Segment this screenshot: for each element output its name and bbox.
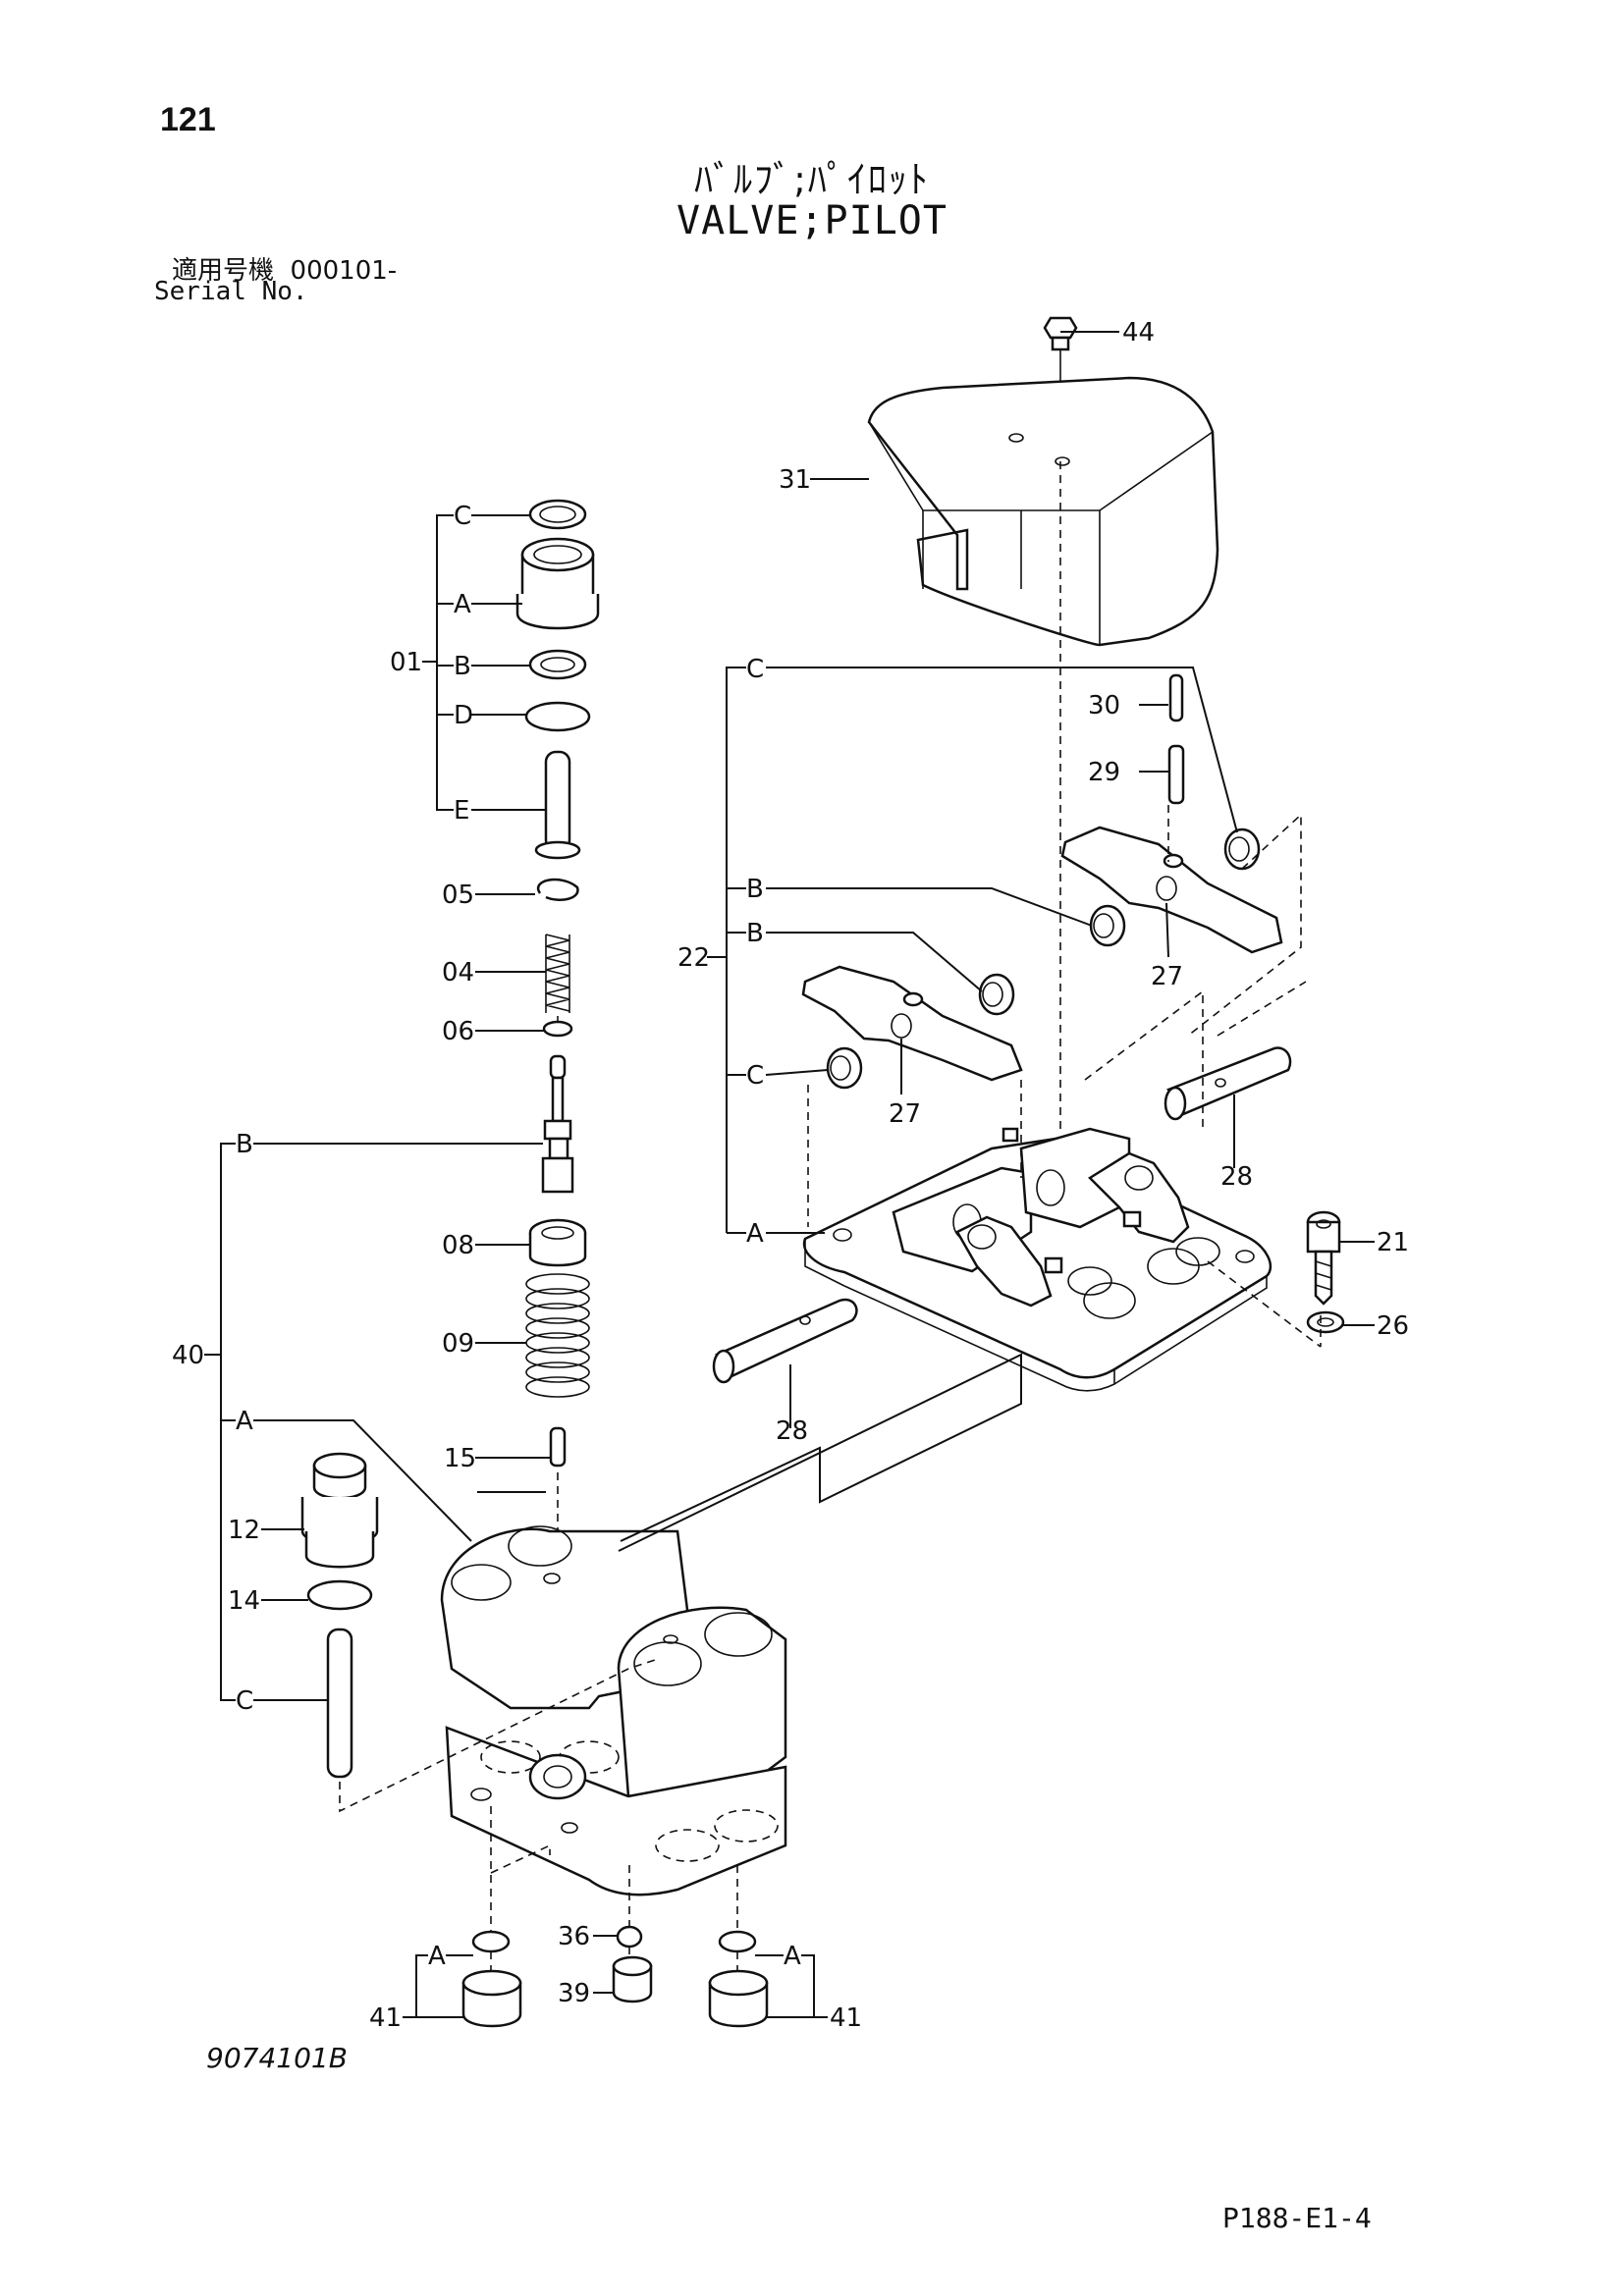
callout-41-left: 41: [369, 2003, 402, 2033]
piston-01-e: [534, 750, 581, 860]
serial-applicability: 適用号機 000101-: [172, 250, 397, 287]
oring-a-left: [471, 1930, 511, 1953]
callout-12: 12: [228, 1516, 260, 1545]
spring-09: [525, 1273, 590, 1398]
callout-09: 09: [442, 1329, 474, 1359]
callout-01-a: A: [454, 590, 471, 619]
title-japanese: ﾊﾞﾙﾌﾞ;ﾊﾟｲﾛｯﾄ: [694, 158, 930, 201]
callout-28-lower: 28: [776, 1416, 808, 1446]
oring-01-d: [524, 701, 591, 732]
snap-ring-05: [536, 878, 579, 901]
callout-01-b: B: [454, 652, 471, 681]
bushing-b-upper: [1089, 904, 1126, 947]
spool-b: [541, 1054, 574, 1194]
seal-01-c: [528, 499, 587, 530]
serial-label-en: Serial No.: [154, 277, 308, 306]
pin-28-upper: [1164, 1046, 1292, 1121]
callout-40-b: B: [236, 1130, 253, 1159]
callout-05: 05: [442, 881, 474, 910]
seal-01-b: [528, 649, 587, 680]
bushing-c-right: [1223, 828, 1261, 871]
page-number: 121: [160, 101, 216, 138]
serial-label-jp: 適用号機: [172, 256, 275, 286]
callout-08: 08: [442, 1231, 474, 1260]
callout-01-c: C: [454, 502, 471, 531]
callout-c-mid: C: [746, 1061, 764, 1091]
lever-27-lower: [801, 965, 1023, 1082]
lever-27-upper: [1060, 826, 1283, 954]
bushing-01-a: [515, 537, 600, 630]
callout-41-right: 41: [830, 2003, 862, 2033]
callout-44: 44: [1122, 318, 1155, 347]
page-code: P188-E1-4: [1222, 2202, 1372, 2234]
callout-06: 06: [442, 1017, 474, 1046]
spring-04: [545, 934, 570, 1013]
callout-31: 31: [779, 465, 811, 495]
callout-29: 29: [1088, 758, 1120, 787]
oring-36: [616, 1925, 643, 1949]
bolt-21: [1306, 1210, 1341, 1306]
callout-a-left: A: [428, 1942, 446, 1971]
callout-a-base: A: [746, 1219, 764, 1249]
callout-15: 15: [444, 1444, 476, 1473]
washer-06: [542, 1020, 573, 1038]
callout-21: 21: [1377, 1228, 1409, 1257]
bushing-b-lower: [978, 973, 1015, 1016]
plug-41-left: [461, 1969, 522, 2028]
callout-27-lower: 27: [889, 1099, 921, 1129]
callout-b-lower: B: [746, 919, 764, 948]
washer-26: [1306, 1310, 1345, 1334]
callout-01-e: E: [454, 796, 469, 826]
callout-40-c: C: [236, 1686, 253, 1716]
pin-29: [1167, 744, 1185, 805]
callout-40: 40: [172, 1341, 204, 1370]
callout-14: 14: [228, 1586, 260, 1616]
cover-31: [867, 376, 1219, 647]
callout-c-top: C: [746, 655, 764, 684]
callout-27-upper: 27: [1151, 962, 1183, 991]
plug-41-right: [708, 1969, 769, 2028]
callout-01: 01: [390, 648, 422, 677]
shim-15: [549, 1426, 567, 1468]
callout-22: 22: [677, 943, 710, 973]
pin-30: [1168, 673, 1184, 722]
plug-39: [612, 1955, 653, 2003]
left-leaders: [204, 514, 1022, 2018]
valve-body: [440, 1525, 787, 1896]
pin-c: [326, 1628, 353, 1779]
serial-value: 000101-: [290, 256, 398, 286]
plug-12: [300, 1452, 379, 1569]
title-english: VALVE;PILOT: [677, 198, 947, 243]
callout-04: 04: [442, 958, 474, 988]
oring-14: [306, 1579, 373, 1611]
callout-28-upper: 28: [1220, 1162, 1253, 1192]
callout-a-right: A: [784, 1942, 801, 1971]
drawing-code: 9074101B: [206, 2042, 348, 2074]
callout-39: 39: [558, 1979, 590, 2008]
callout-b-upper: B: [746, 875, 764, 904]
callout-01-d: D: [454, 701, 473, 730]
callout-30: 30: [1088, 691, 1120, 721]
base-plate: [802, 1127, 1272, 1392]
callout-40-a: A: [236, 1407, 253, 1436]
pin-28-lower: [712, 1298, 858, 1384]
callout-labels: 44 31 C 30 29 B B 22 27 27 C 28 A 21 26 …: [172, 318, 1409, 2033]
callout-36: 36: [558, 1922, 590, 1951]
right-leaders: [707, 331, 1375, 1428]
callout-26: 26: [1377, 1311, 1409, 1341]
bushing-c-left: [826, 1046, 863, 1090]
seat-08: [528, 1218, 587, 1267]
oring-a-right: [718, 1930, 757, 1953]
